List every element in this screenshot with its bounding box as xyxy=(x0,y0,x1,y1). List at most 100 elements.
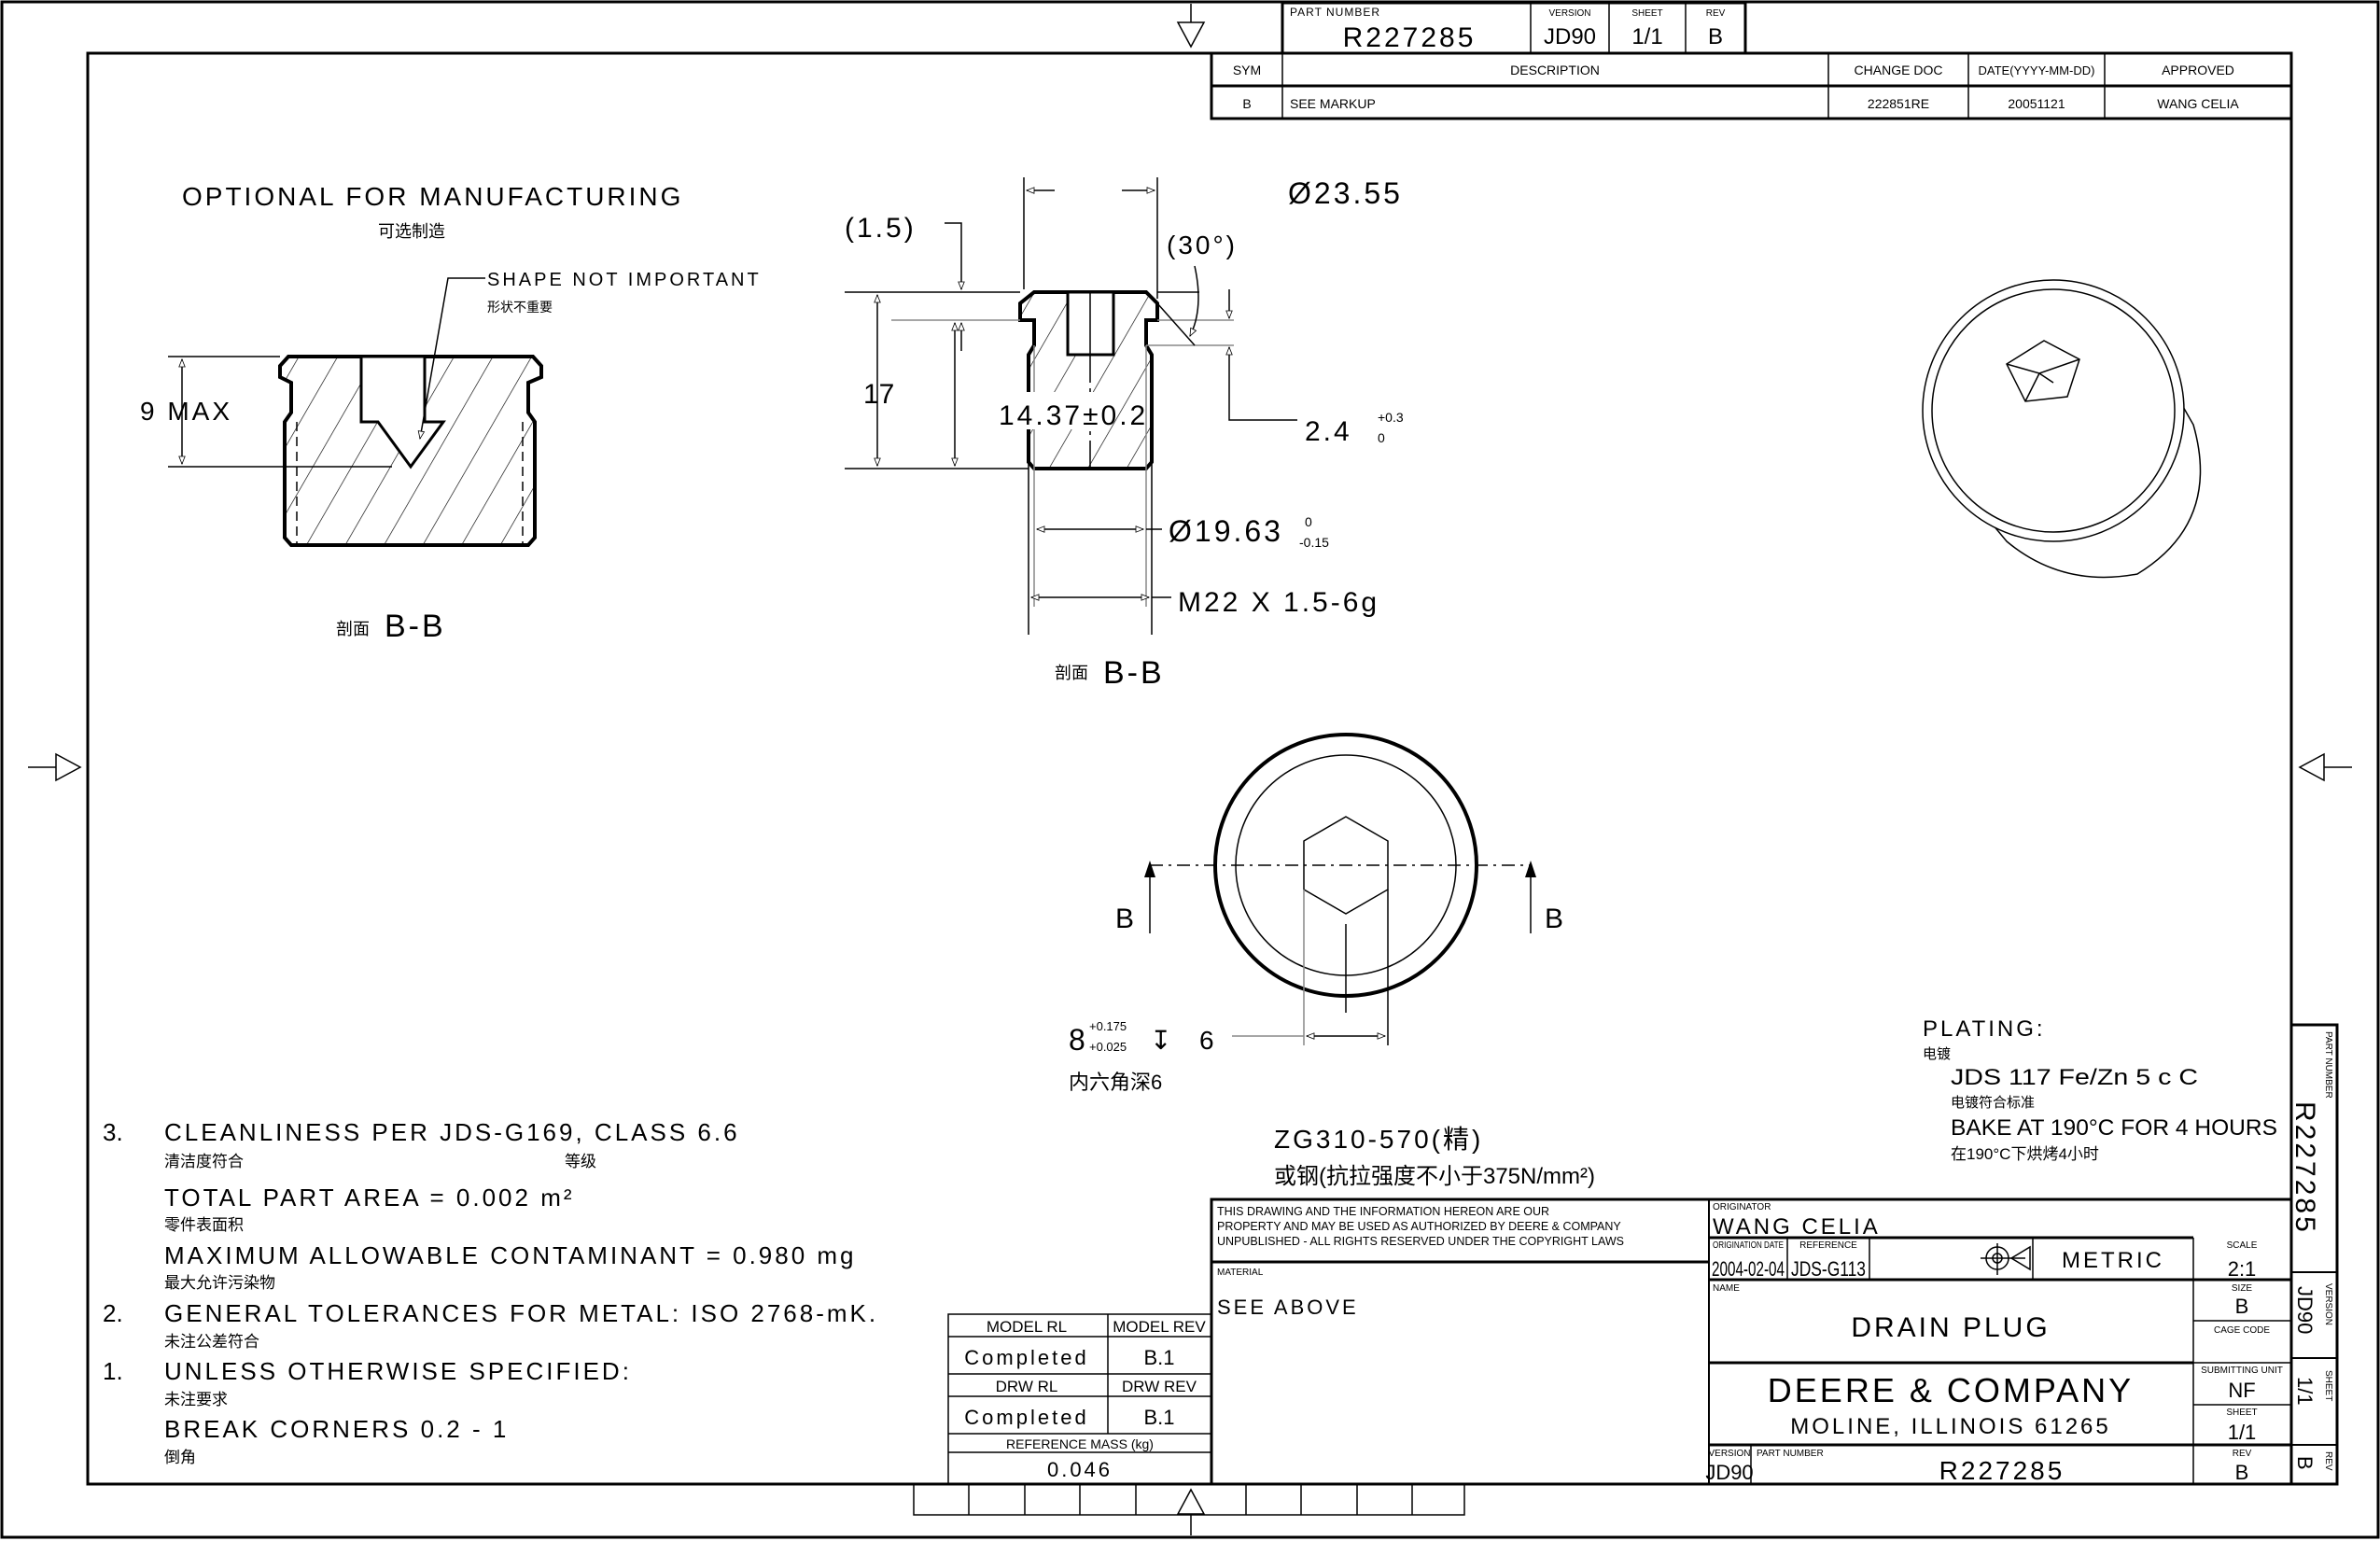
originator-label: ORIGINATOR xyxy=(1713,1202,1771,1212)
section-label: B-B xyxy=(385,609,446,644)
hex-depth-cn: 内六角深6 xyxy=(1069,1071,1162,1094)
part-name: DRAIN PLUG xyxy=(1851,1312,2050,1343)
note-cn: 最大允许污染物 xyxy=(164,1274,275,1292)
groove-tol-lower: 0 xyxy=(1378,430,1385,445)
copyright-line: THIS DRAWING AND THE INFORMATION HEREON … xyxy=(1217,1205,1549,1218)
optional-title: OPTIONAL FOR MANUFACTURING xyxy=(182,182,683,211)
note-number: 1. xyxy=(103,1357,123,1385)
material-note: ZG310-570(精) 或钢(抗拉强度不小于375N/mm²) xyxy=(1274,1125,1595,1189)
scale-label: SCALE xyxy=(2227,1240,2258,1251)
cut-label-left: B xyxy=(1115,904,1134,934)
note-cn: 未注公差符合 xyxy=(164,1333,259,1351)
dim-chamfer-angle: (30°) xyxy=(1167,231,1238,259)
material-grade: ZG310-570(精) xyxy=(1274,1125,1483,1154)
version-label: VERSION xyxy=(1548,8,1590,19)
size-label: SIZE xyxy=(2232,1283,2253,1294)
plating-spec-cn: 电镀符合标准 xyxy=(1951,1095,2035,1111)
shape-note-cn: 形状不重要 xyxy=(487,300,553,315)
drawing-border xyxy=(86,51,2293,1486)
scale-value: 2:1 xyxy=(2228,1257,2257,1281)
note-cn-2: 等级 xyxy=(565,1153,596,1170)
dim-height-14-37: 14.37±0.2 xyxy=(999,400,1148,431)
col-description: DESCRIPTION xyxy=(1510,63,1600,77)
rev-value: B xyxy=(1708,24,1723,49)
model-rl-value: Completed xyxy=(964,1346,1088,1369)
groove-tol-upper: +0.3 xyxy=(1378,410,1404,425)
plating-note: PLATING: 电镀 JDS 117 Fe/Zn 5 c C 电镀符合标准 B… xyxy=(1923,1016,2277,1163)
revision-table: SYM DESCRIPTION CHANGE DOC DATE(YYYY-MM-… xyxy=(1210,51,2293,120)
copyright-line: PROPERTY AND MAY BE USED AS AUTHORIZED B… xyxy=(1217,1220,1621,1233)
side-version: JD90 xyxy=(2293,1286,2317,1334)
dim-thread: M22 X 1.5-6g xyxy=(1178,587,1379,618)
origination-date: 2004-02-04 xyxy=(1712,1257,1785,1281)
part-number: R227285 xyxy=(1939,1456,2065,1485)
cage-code-label: CAGE CODE xyxy=(2214,1325,2270,1336)
version-label: VERSION xyxy=(1708,1449,1750,1459)
hex-depth: 6 xyxy=(1199,1026,1214,1055)
row-date: 20051121 xyxy=(2008,96,2065,111)
side-part-label: PART NUMBER xyxy=(2323,1031,2333,1099)
third-angle-projection-icon xyxy=(1981,1243,2031,1275)
side-sheet-label: SHEET xyxy=(2323,1370,2333,1401)
hex-tol-upper: +0.175 xyxy=(1089,1019,1127,1033)
center-marks xyxy=(28,4,2352,1535)
company-address: MOLINE, ILLINOIS 61265 xyxy=(1790,1414,2110,1439)
note-text: CLEANLINESS PER JDS-G169, CLASS 6.6 xyxy=(164,1118,740,1146)
side-version-label: VERSION xyxy=(2323,1283,2333,1325)
note-cn: 倒角 xyxy=(164,1449,196,1466)
note-cn: 清洁度符合 xyxy=(164,1153,244,1170)
sheet-label: SHEET xyxy=(1631,8,1662,19)
section-view-bb: Ø23.55 (1.5) 17 14.37±0.2 2.4 +0.3 0 (30… xyxy=(845,176,1404,691)
note-cn: 零件表面积 xyxy=(164,1216,244,1234)
dim-9-max: 9 MAX xyxy=(140,397,232,426)
dim-outer-diameter: Ø23.55 xyxy=(1288,176,1403,210)
units-value: METRIC xyxy=(2062,1248,2164,1273)
col-approved: APPROVED xyxy=(2162,63,2234,77)
rev-value: B xyxy=(2235,1461,2249,1484)
material-grade-cn: 或钢(抗拉强度不小于375N/mm²) xyxy=(1274,1164,1595,1189)
cut-label-right: B xyxy=(1545,904,1563,934)
note-cn: 未注要求 xyxy=(164,1391,228,1408)
sheet-value: 1/1 xyxy=(2228,1421,2257,1444)
row-description: SEE MARKUP xyxy=(1290,96,1376,111)
section-label-cn: 剖面 xyxy=(1055,664,1088,682)
note-number: 3. xyxy=(103,1118,123,1146)
name-label: NAME xyxy=(1713,1283,1740,1294)
rev-label: REV xyxy=(1706,8,1726,19)
optional-section-view: OPTIONAL FOR MANUFACTURING 可选制造 SHAPE NO… xyxy=(140,182,759,644)
isometric-view xyxy=(1922,279,2202,579)
reference-value: JDS-G113 xyxy=(1791,1257,1866,1281)
dim-groove-width: 2.4 xyxy=(1305,416,1352,447)
drw-rl-label: DRW RL xyxy=(996,1378,1058,1395)
company-name: DEERE & COMPANY xyxy=(1768,1371,2134,1409)
title-block: THIS DRAWING AND THE INFORMATION HEREON … xyxy=(1210,1198,2293,1486)
side-strip: PART NUMBER R227285 VERSION JD90 SHEET 1… xyxy=(2289,1023,2339,1486)
row-sym: B xyxy=(1242,96,1251,111)
part-number: R227285 xyxy=(1343,22,1477,53)
part-number-label: PART NUMBER xyxy=(1290,6,1380,19)
material-value: SEE ABOVE xyxy=(1217,1296,1359,1319)
side-rev-label: REV xyxy=(2323,1451,2333,1471)
minor-tol-lower: -0.15 xyxy=(1299,535,1329,550)
side-part-number: R227285 xyxy=(2289,1101,2320,1235)
depth-icon: ↧ xyxy=(1150,1026,1171,1055)
note-text: UNLESS OTHERWISE SPECIFIED: xyxy=(164,1357,632,1385)
section-label: B-B xyxy=(1103,655,1165,691)
sheet-value: 1/1 xyxy=(1631,24,1662,49)
origination-date-label: ORIGINATION DATE xyxy=(1713,1240,1784,1251)
header-box: PART NUMBER R227285 VERSION JD90 SHEET 1… xyxy=(1281,1,1747,55)
model-release-table: MODEL RL MODEL REV Completed B.1 DRW RL … xyxy=(947,1313,1212,1485)
drw-rev-value: B.1 xyxy=(1143,1406,1174,1429)
copyright-line: UNPUBLISHED - ALL RIGHTS RESERVED UNDER … xyxy=(1217,1235,1624,1248)
submitting-unit-label: SUBMITTING UNIT xyxy=(2201,1366,2283,1376)
drw-rev-label: DRW REV xyxy=(1122,1378,1197,1395)
plating-spec: JDS 117 Fe/Zn 5 c C xyxy=(1951,1065,2198,1090)
model-rev-value: B.1 xyxy=(1143,1346,1174,1369)
dim-flange-thickness: (1.5) xyxy=(845,213,917,244)
note-text: GENERAL TOLERANCES FOR METAL: ISO 2768-m… xyxy=(164,1299,878,1327)
row-change-doc: 222851RE xyxy=(1868,96,1929,111)
sheet-label: SHEET xyxy=(2226,1408,2257,1418)
table-row: B SEE MARKUP 222851RE 20051121 WANG CELI… xyxy=(1242,96,2239,111)
plating-bake-cn: 在190°C下烘烤4小时 xyxy=(1951,1145,2099,1163)
